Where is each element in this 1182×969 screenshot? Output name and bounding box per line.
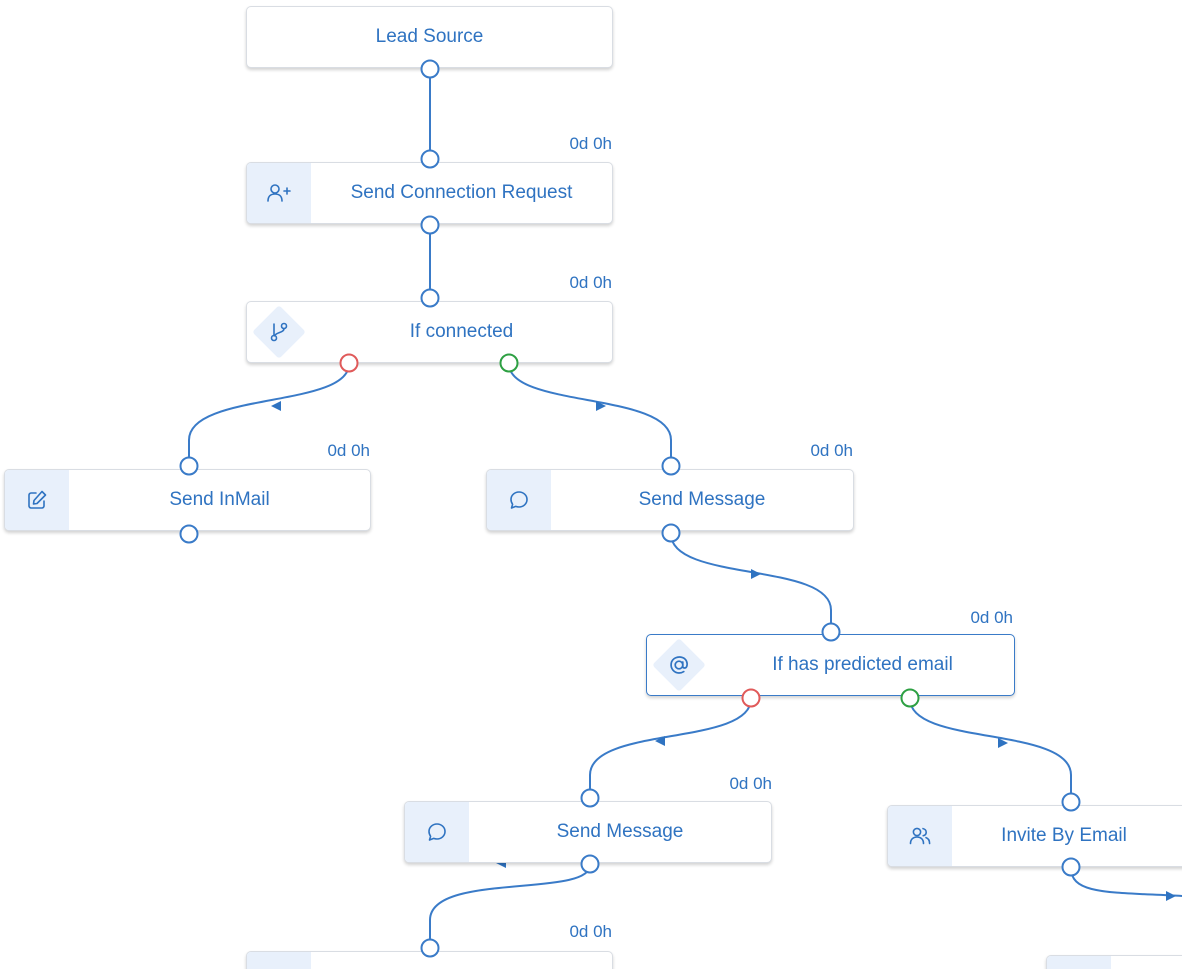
lead-source-node[interactable]: Lead Source [246, 6, 613, 68]
flow-arrow-icon [1166, 891, 1176, 901]
connector-invite-to-next [1070, 867, 1182, 897]
flow-arrow-icon [596, 401, 606, 411]
delay-label: 0d 0h [729, 774, 772, 793]
users-icon [888, 806, 952, 866]
chat-bubble-icon [487, 470, 551, 530]
send-inmail-node[interactable]: Send InMail [4, 469, 371, 531]
delay-label: 0d 0h [970, 608, 1013, 627]
delay-label: 0d 0h [569, 273, 612, 292]
next-step-node[interactable] [1046, 955, 1182, 969]
delay-label: 0d 0h [569, 922, 612, 941]
delay-label: 0d 0h [327, 441, 370, 460]
step-icon-cell [247, 952, 311, 969]
send-connection-request-node[interactable]: Send Connection Request [246, 162, 613, 224]
send-message-node[interactable]: Send Message [486, 469, 854, 531]
lead-source-label: Lead Source [375, 26, 484, 47]
delay-label: 0d 0h [810, 441, 853, 460]
flow-arrow-icon [998, 738, 1008, 748]
step-icon-cell [1047, 956, 1111, 969]
invite-by-email-label: Invite By Email [1001, 825, 1127, 846]
next-step-node[interactable] [246, 951, 613, 969]
send-inmail-label: Send InMail [169, 489, 270, 510]
send-message-label: Send Message [556, 821, 684, 842]
if-connected-node[interactable]: If connected [246, 301, 613, 363]
send-message-node[interactable]: Send Message [404, 801, 772, 863]
flow-arrow-icon [751, 569, 761, 579]
branch-icon [247, 302, 311, 362]
send-message-label: Send Message [638, 489, 766, 510]
user-plus-icon [247, 163, 311, 223]
if-connected-label: If connected [409, 321, 514, 342]
connector-message-to-if-email [670, 533, 832, 632]
flow-arrow-icon [271, 401, 281, 411]
invite-by-email-node[interactable]: Invite By Email [887, 805, 1182, 867]
if-has-predicted-email-node[interactable]: If has predicted email [646, 634, 1015, 696]
flow-arrow-icon [655, 736, 665, 746]
delay-label: 0d 0h [569, 134, 612, 153]
connector-yes-to-message [508, 363, 672, 465]
if-has-predicted-email-label: If has predicted email [772, 654, 953, 675]
edit-icon [5, 470, 69, 530]
connector-yes-to-invite [909, 698, 1072, 801]
at-sign-icon [647, 635, 711, 695]
chat-bubble-icon [405, 802, 469, 862]
send-connection-request-label: Send Connection Request [350, 182, 573, 203]
